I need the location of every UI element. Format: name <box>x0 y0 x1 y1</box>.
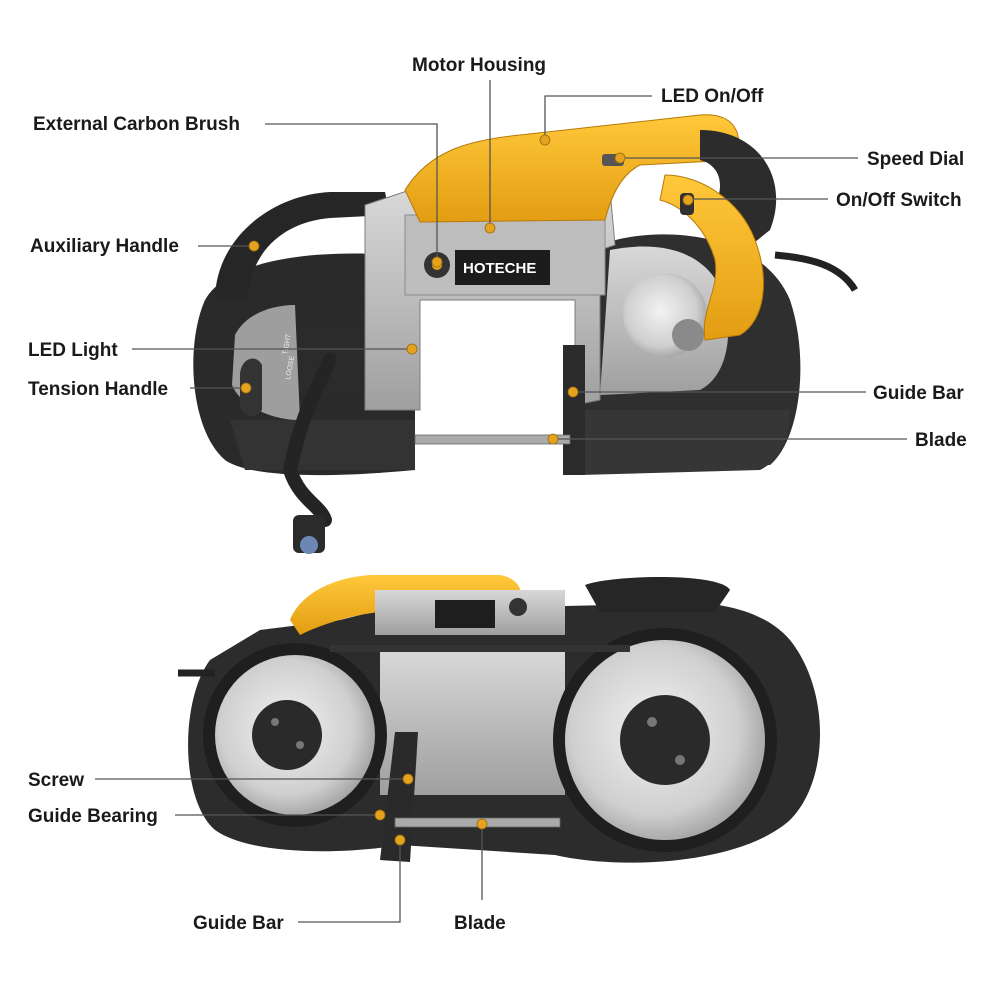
dot-guide-bearing <box>374 809 386 821</box>
top-saw-illustration: HOTECHE TIGHT LOOSE <box>193 114 858 554</box>
right-guide-bar <box>563 345 585 475</box>
label-guide-bar-top: Guide Bar <box>873 383 964 404</box>
dot-on-off-switch <box>682 194 694 206</box>
leader-lines <box>95 80 907 923</box>
bottom-spec-plate <box>435 600 495 628</box>
right-hub-bolt-1 <box>647 717 657 727</box>
bottom-carbon-cap <box>509 598 527 616</box>
dot-guide-bar-bottom <box>394 834 406 846</box>
cable-loop <box>282 353 337 527</box>
brand-plate <box>455 250 550 285</box>
label-screw: Screw <box>28 770 84 791</box>
label-auxiliary-handle: Auxiliary Handle <box>30 236 179 257</box>
label-led-on-off: LED On/Off <box>661 86 764 107</box>
left-wheel-hub <box>252 700 322 770</box>
leader-external-carbon-brush <box>265 123 438 260</box>
label-led-light: LED Light <box>28 340 118 361</box>
left-hub-bolt-2 <box>296 741 304 749</box>
label-external-carbon-brush: External Carbon Brush <box>33 114 240 135</box>
power-cord <box>774 251 858 292</box>
rear-grip <box>700 130 777 250</box>
auxiliary-handle-shape <box>215 192 390 300</box>
dot-blade-top <box>547 433 559 445</box>
tension-mark-tight: TIGHT <box>282 333 293 356</box>
blade-top <box>414 434 571 445</box>
belt-top <box>330 645 630 652</box>
dot-tension-handle <box>240 382 252 394</box>
right-wheel-hub <box>620 695 710 785</box>
right-hub-bolt-2 <box>675 755 685 765</box>
yellow-handle-loop <box>659 174 764 341</box>
dot-led-light <box>406 343 418 355</box>
label-blade-top: Blade <box>915 430 967 451</box>
label-speed-dial: Speed Dial <box>867 149 964 170</box>
label-blade-bottom: Blade <box>454 913 506 934</box>
callout-labels: Motor Housing LED On/Off External Carbon… <box>28 55 967 934</box>
bottom-guide-bar <box>380 732 418 862</box>
tension-mark-loose: LOOSE <box>285 355 296 380</box>
dot-led-on-off <box>539 134 551 146</box>
label-guide-bearing: Guide Bearing <box>28 806 158 827</box>
dot-blade-bottom <box>476 818 488 830</box>
leader-led-on-off <box>544 95 652 140</box>
lower-frame <box>230 420 415 470</box>
bottom-saw-illustration <box>178 575 821 863</box>
dot-speed-dial <box>614 152 626 164</box>
label-motor-housing: Motor Housing <box>412 55 546 76</box>
label-tension-handle: Tension Handle <box>28 379 168 400</box>
leader-guide-bar-bottom <box>298 842 401 923</box>
left-hub-bolt-1 <box>271 718 279 726</box>
brand-logo-text: HOTECHE <box>463 260 536 277</box>
right-gear-hub <box>672 319 704 351</box>
label-on-off-switch: On/Off Switch <box>836 190 962 211</box>
dot-external-carbon-brush <box>431 256 443 268</box>
dot-auxiliary-handle <box>248 240 260 252</box>
cable-nut <box>300 536 318 554</box>
lower-frame-right <box>580 410 790 475</box>
bottom-rear-handle <box>585 576 730 612</box>
dot-guide-bar-top <box>567 386 579 398</box>
dot-screw <box>402 773 414 785</box>
yellow-handle-body <box>404 114 740 223</box>
label-guide-bar-bottom: Guide Bar <box>193 913 284 934</box>
dot-motor-housing <box>484 222 496 234</box>
